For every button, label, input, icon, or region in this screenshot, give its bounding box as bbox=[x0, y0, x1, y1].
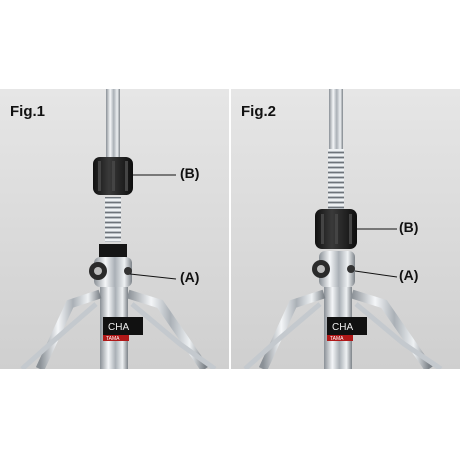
badge-text: CHA bbox=[108, 322, 129, 333]
badge-text: CHA bbox=[332, 322, 353, 333]
brand-text: TAMA bbox=[330, 336, 344, 342]
figure-2-callout-a: (A) bbox=[399, 267, 419, 283]
figure-2-callout-b: (B) bbox=[399, 219, 419, 235]
brand-text: TAMA bbox=[106, 336, 120, 342]
nut-b bbox=[315, 209, 357, 249]
panel-divider bbox=[229, 89, 231, 369]
figure-2-photo: CHA TAMA bbox=[231, 89, 460, 369]
figure-1-callout-a: (A) bbox=[180, 269, 200, 285]
figure-2-panel: CHA TAMA Fig.2 (B) (A) bbox=[231, 89, 460, 369]
nut-b bbox=[93, 157, 133, 195]
figure-1-photo: CHA TAMA bbox=[0, 89, 229, 369]
figure-2-label: Fig.2 bbox=[241, 103, 277, 120]
badge bbox=[327, 317, 367, 335]
figure-1-callout-b: (B) bbox=[180, 165, 200, 181]
figure-1-label: Fig.1 bbox=[10, 103, 46, 120]
figure-1-panel: CHA TAMA Fig.1 (B) (A) bbox=[0, 89, 229, 369]
badge bbox=[103, 317, 143, 335]
